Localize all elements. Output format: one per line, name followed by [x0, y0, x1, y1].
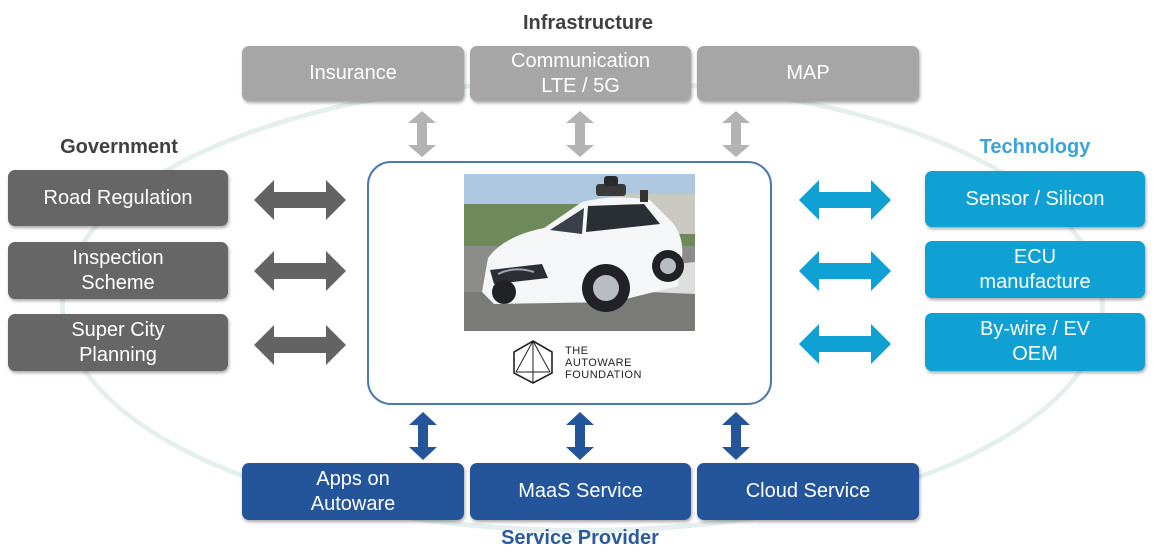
infrastructure-communication-arrow-icon — [566, 111, 594, 157]
autonomous-vehicle-photo — [464, 174, 695, 331]
technology-sensor-silicon-arrow-icon — [799, 180, 891, 220]
maas-service-box[interactable]: MaaS Service — [470, 463, 691, 520]
technology-by-wire-ev-oem-arrow-icon — [799, 324, 891, 364]
autoware-foundation-logo-icon — [512, 339, 554, 390]
infrastructure-title: Infrastructure — [522, 12, 654, 34]
service-provider-title: Service Provider — [501, 527, 659, 549]
apps-on-autoware-box[interactable]: Apps on Autoware — [242, 463, 464, 520]
communication-box[interactable]: Communication LTE / 5G — [470, 46, 691, 101]
service-maas-arrow-icon — [566, 412, 594, 460]
road-regulation-box[interactable]: Road Regulation — [8, 170, 228, 226]
sensor-silicon-box[interactable]: Sensor / Silicon — [925, 171, 1145, 227]
cloud-service-box[interactable]: Cloud Service — [697, 463, 919, 520]
super-city-planning-box[interactable]: Super City Planning — [8, 314, 228, 371]
autoware-foundation-logo-text: THE AUTOWARE FOUNDATION — [565, 345, 642, 381]
government-title: Government — [60, 136, 178, 158]
government-road-regulation-arrow-icon — [254, 180, 346, 220]
inspection-scheme-box[interactable]: Inspection Scheme — [8, 242, 228, 299]
technology-title: Technology — [979, 136, 1091, 158]
map-box[interactable]: MAP — [697, 46, 919, 101]
infrastructure-map-arrow-icon — [722, 111, 750, 157]
service-cloud-arrow-icon — [722, 412, 750, 460]
ecu-manufacture-box[interactable]: ECU manufacture — [925, 241, 1145, 298]
technology-ecu-manufacture-arrow-icon — [799, 251, 891, 291]
insurance-box[interactable]: Insurance — [242, 46, 464, 101]
government-inspection-scheme-arrow-icon — [254, 251, 346, 291]
infrastructure-insurance-arrow-icon — [408, 111, 436, 157]
service-apps-arrow-icon — [409, 412, 437, 460]
by-wire-ev-oem-box[interactable]: By-wire / EV OEM — [925, 313, 1145, 371]
government-super-city-planning-arrow-icon — [254, 325, 346, 365]
